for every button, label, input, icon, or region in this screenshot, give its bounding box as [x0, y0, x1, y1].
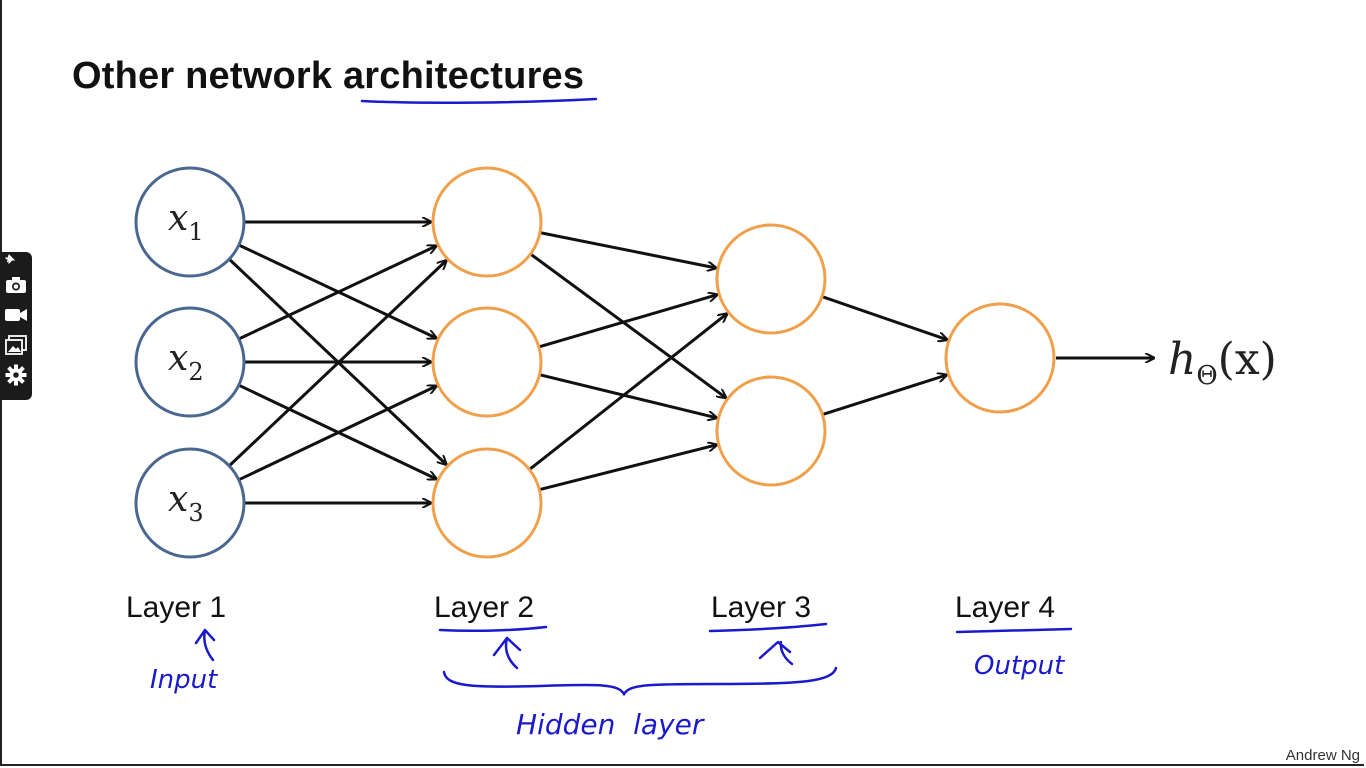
title-underline [360, 97, 598, 104]
input-node-3 [134, 447, 246, 559]
edges-group [228, 222, 947, 503]
layer-label-4: Layer 4 [955, 591, 1055, 624]
input-label-1: x1 [168, 198, 204, 246]
output-label: hΘ(x) [1168, 334, 1277, 391]
edge-l1-3-to-l2-1 [228, 261, 446, 467]
gallery-icon[interactable] [3, 330, 29, 360]
edge-l2-2-to-l3-1 [538, 295, 717, 349]
edge-l1-3-to-l2-2 [238, 386, 437, 482]
layer4-node-1 [944, 302, 1056, 414]
layer2-up-arrow [492, 636, 522, 670]
camera-icon[interactable] [3, 270, 29, 300]
input-node-2 [134, 306, 246, 418]
layer-label-2: Layer 2 [434, 591, 534, 624]
capture-toolbar [0, 252, 32, 400]
edge-l3-1-to-l4-1 [821, 295, 947, 340]
layer3-node-1 [715, 223, 827, 335]
edge-l2-1-to-l3-1 [539, 231, 716, 268]
hidden-layer-brace [442, 666, 838, 697]
pin-icon[interactable] [3, 254, 29, 270]
layer-label-3: Layer 3 [711, 591, 811, 624]
input-label-3: x3 [168, 479, 204, 527]
input-annotation: Input [150, 665, 218, 695]
input-up-arrow [194, 628, 216, 662]
layer2-node-1 [431, 166, 543, 278]
edge-l1-2-to-l2-1 [238, 246, 436, 341]
title-underlined: architectures [342, 55, 585, 97]
nodes-group [134, 166, 1056, 559]
input-node-1 [134, 166, 246, 278]
edge-l2-3-to-l3-1 [528, 314, 727, 471]
edge-l3-2-to-l4-1 [821, 375, 946, 417]
layer2-node-3 [431, 447, 543, 559]
title-plain: Other network [72, 55, 343, 97]
layer3-up-arrow [758, 640, 794, 666]
layer4-underline [955, 627, 1073, 634]
slide-title: Other network architectures [72, 55, 584, 98]
layer2-node-2 [431, 306, 543, 418]
edge-l2-3-to-l3-2 [538, 445, 716, 492]
hidden-layer-annotation: Hidden layer [516, 708, 705, 741]
gear-icon[interactable] [3, 360, 29, 390]
video-icon[interactable] [3, 300, 29, 330]
layer3-underline [708, 622, 828, 633]
edge-l2-2-to-l3-2 [539, 373, 717, 418]
layer2-underline [438, 625, 548, 633]
edge-l2-1-to-l3-2 [529, 252, 726, 398]
input-label-2: x2 [168, 338, 204, 386]
layer3-node-2 [715, 375, 827, 487]
author-credit: Andrew Ng [1285, 747, 1360, 764]
layer-label-1: Layer 1 [126, 591, 226, 624]
output-annotation: Output [974, 651, 1065, 681]
